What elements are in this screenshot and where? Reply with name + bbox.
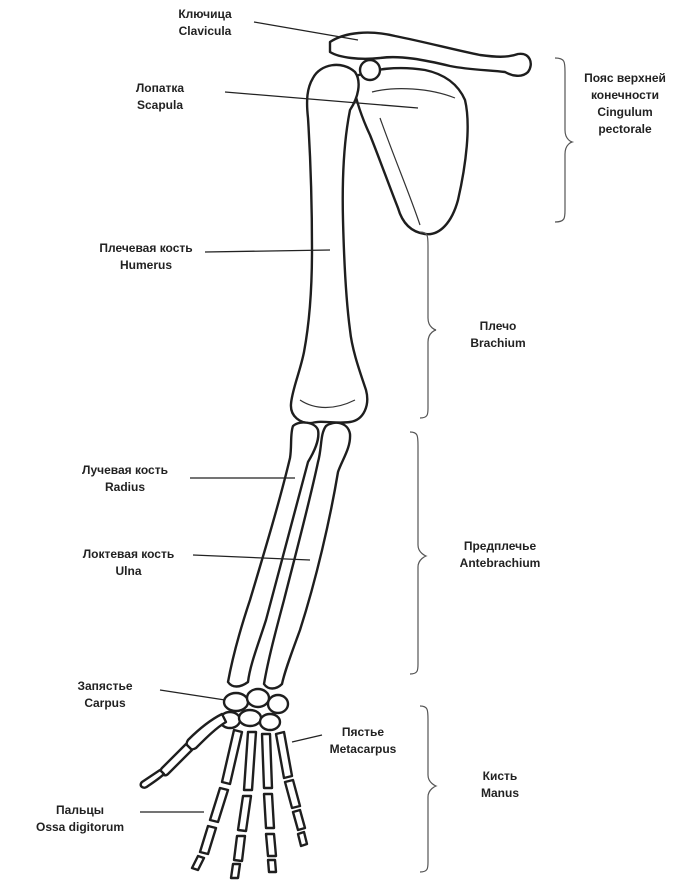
label-metacarpus-ru: Пястье <box>318 724 408 741</box>
label-carpus: Запястье Carpus <box>60 678 150 712</box>
region-manus: Кисть Manus <box>450 768 550 802</box>
label-digitorum: Пальцы Ossa digitorum <box>20 802 140 836</box>
label-ulna-ru: Локтевая кость <box>66 546 191 563</box>
label-humerus: Плечевая кость Humerus <box>86 240 206 274</box>
label-scapula-ru: Лопатка <box>120 80 200 97</box>
region-antebrachium-ru: Предплечье <box>440 538 560 555</box>
region-cingulum-la2: pectorale <box>570 121 680 138</box>
label-digitorum-la: Ossa digitorum <box>20 819 140 836</box>
region-cingulum-la1: Cingulum <box>570 104 680 121</box>
region-brachium: Плечо Brachium <box>448 318 548 352</box>
label-metacarpus-la: Metacarpus <box>318 741 408 758</box>
carpal-bones <box>220 689 288 730</box>
label-carpus-la: Carpus <box>60 695 150 712</box>
humerus-bone <box>291 65 367 423</box>
region-cingulum-ru2: конечности <box>570 87 680 104</box>
label-scapula-la: Scapula <box>120 97 200 114</box>
label-humerus-ru: Плечевая кость <box>86 240 206 257</box>
label-scapula: Лопатка Scapula <box>120 80 200 114</box>
humeral-head <box>360 60 380 80</box>
label-ulna-la: Ulna <box>66 563 191 580</box>
region-antebrachium-la: Antebrachium <box>440 555 560 572</box>
label-clavicula: Ключица Clavicula <box>165 6 245 40</box>
region-cingulum: Пояс верхней конечности Cingulum pectora… <box>570 70 680 138</box>
label-digitorum-ru: Пальцы <box>20 802 140 819</box>
scapula-bone <box>352 68 468 234</box>
thumb-bones <box>141 714 226 788</box>
label-radius-la: Radius <box>65 479 185 496</box>
label-humerus-la: Humerus <box>86 257 206 274</box>
region-brachium-la: Brachium <box>448 335 548 352</box>
label-metacarpus: Пястье Metacarpus <box>318 724 408 758</box>
finger-bones <box>192 730 307 878</box>
label-radius: Лучевая кость Radius <box>65 462 185 496</box>
region-cingulum-ru1: Пояс верхней <box>570 70 680 87</box>
region-manus-la: Manus <box>450 785 550 802</box>
label-ulna: Локтевая кость Ulna <box>66 546 191 580</box>
region-brachium-ru: Плечо <box>448 318 548 335</box>
label-clavicula-ru: Ключица <box>165 6 245 23</box>
label-radius-ru: Лучевая кость <box>65 462 185 479</box>
label-carpus-ru: Запястье <box>60 678 150 695</box>
region-antebrachium: Предплечье Antebrachium <box>440 538 560 572</box>
region-manus-ru: Кисть <box>450 768 550 785</box>
label-clavicula-la: Clavicula <box>165 23 245 40</box>
